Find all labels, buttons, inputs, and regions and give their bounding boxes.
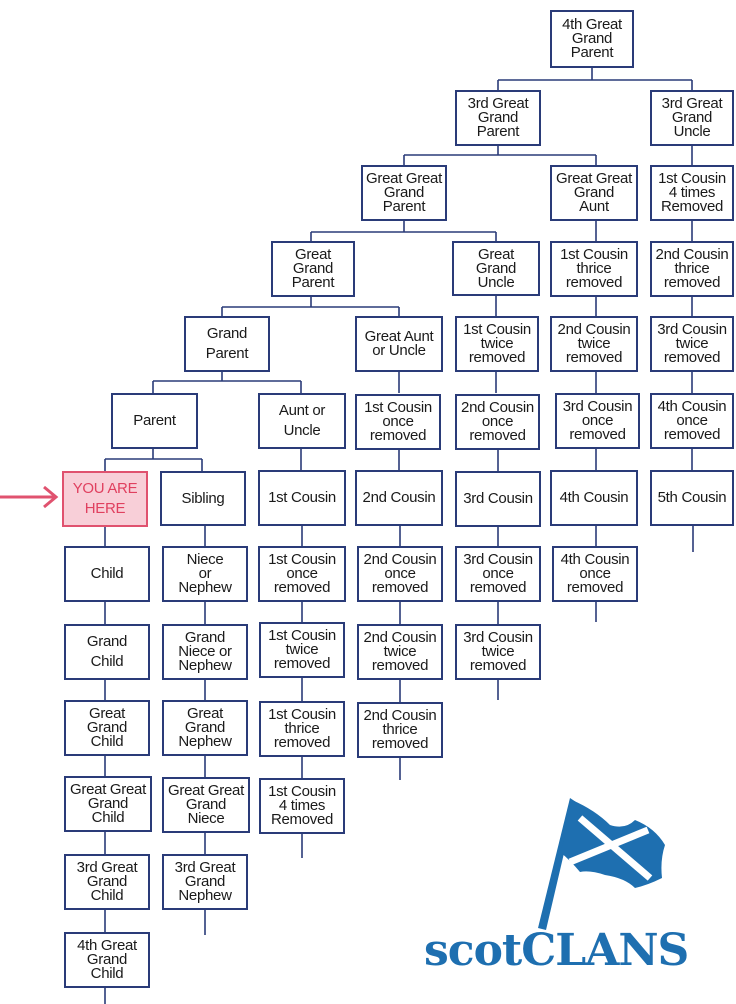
scotclans-wordmark: scotCLANS xyxy=(424,925,689,976)
node-parent: Parent xyxy=(111,393,198,449)
node-sibling: Sibling xyxy=(160,471,246,526)
node-grand-niece-or-nephew: Grand Niece or Nephew xyxy=(162,624,248,680)
node-4th-great-grand-parent: 4th Great Grand Parent xyxy=(550,10,634,68)
node-5th-cousin: 5th Cousin xyxy=(650,470,734,526)
node-4th-great-grand-child: 4th Great Grand Child xyxy=(64,932,150,988)
node-grand-child: Grand Child xyxy=(64,624,150,680)
node-1st-cousin-thrice-removed-down: 1st Cousin thrice removed xyxy=(259,701,345,757)
node-2nd-cousin-thrice-removed-top: 2nd Cousin thrice removed xyxy=(650,241,734,297)
node-child: Child xyxy=(64,546,150,602)
logo-prefix: scot xyxy=(424,925,522,976)
node-3rd-cousin: 3rd Cousin xyxy=(455,471,541,527)
node-3rd-great-grand-parent: 3rd Great Grand Parent xyxy=(455,90,541,146)
node-1st-cousin-twice-removed-top: 1st Cousin twice removed xyxy=(455,316,539,372)
node-great-great-grand-aunt: Great Great Grand Aunt xyxy=(550,165,638,221)
node-1st-cousin-twice-removed-down: 1st Cousin twice removed xyxy=(259,622,345,678)
node-3rd-great-grand-uncle: 3rd Great Grand Uncle xyxy=(650,90,734,146)
node-great-grand-child: Great Grand Child xyxy=(64,700,150,756)
node-great-grand-nephew: Great Grand Nephew xyxy=(162,700,248,756)
node-great-great-grand-niece: Great Great Grand Niece xyxy=(162,777,250,833)
node-great-great-grand-parent: Great Great Grand Parent xyxy=(361,165,447,221)
node-3rd-great-grand-nephew: 3rd Great Grand Nephew xyxy=(162,854,248,910)
node-niece-or-nephew: Niece or Nephew xyxy=(162,546,248,602)
node-2nd-cousin-twice-removed-down: 2nd Cousin twice removed xyxy=(357,624,443,680)
node-2nd-cousin: 2nd Cousin xyxy=(355,470,443,526)
you-are-here-arrow xyxy=(0,485,59,509)
node-great-grand-parent: Great Grand Parent xyxy=(271,241,355,297)
node-1st-cousin-4-times-removed-down: 1st Cousin 4 times Removed xyxy=(259,778,345,834)
node-4th-cousin-once-removed-top: 4th Cousin once removed xyxy=(650,393,734,449)
node-great-great-grand-child: Great Great Grand Child xyxy=(64,776,152,832)
node-2nd-cousin-once-removed-down: 2nd Cousin once removed xyxy=(357,546,443,602)
node-4th-cousin-once-removed-down: 4th Cousin once removed xyxy=(552,546,638,602)
node-1st-cousin-4-times-removed-top: 1st Cousin 4 times Removed xyxy=(650,165,734,221)
node-you-are-here: YOU ARE HERE xyxy=(62,471,148,527)
node-2nd-cousin-once-removed-top: 2nd Cousin once removed xyxy=(455,394,540,450)
node-2nd-cousin-thrice-removed-down: 2nd Cousin thrice removed xyxy=(357,702,443,758)
node-1st-cousin: 1st Cousin xyxy=(258,470,346,526)
node-great-aunt-or-uncle: Great Aunt or Uncle xyxy=(355,316,443,372)
node-3rd-great-grand-child: 3rd Great Grand Child xyxy=(64,854,150,910)
node-2nd-cousin-twice-removed-top: 2nd Cousin twice removed xyxy=(550,316,638,372)
node-3rd-cousin-once-removed-top: 3rd Cousin once removed xyxy=(555,393,640,449)
node-4th-cousin: 4th Cousin xyxy=(550,470,638,526)
node-aunt-or-uncle: Aunt or Uncle xyxy=(258,393,346,449)
node-great-grand-uncle: Great Grand Uncle xyxy=(452,241,540,296)
node-3rd-cousin-twice-removed-top: 3rd Cousin twice removed xyxy=(650,316,734,372)
node-3rd-cousin-once-removed-down: 3rd Cousin once removed xyxy=(455,546,541,602)
node-grand-parent: Grand Parent xyxy=(184,316,270,372)
node-3rd-cousin-twice-removed-down: 3rd Cousin twice removed xyxy=(455,624,541,680)
scotclans-flag-logo xyxy=(538,798,665,930)
node-1st-cousin-once-removed-top: 1st Cousin once removed xyxy=(355,394,441,450)
node-1st-cousin-once-removed-down: 1st Cousin once removed xyxy=(258,546,346,602)
node-1st-cousin-thrice-removed-top: 1st Cousin thrice removed xyxy=(550,241,638,297)
logo-suffix: CLANS xyxy=(521,925,689,976)
